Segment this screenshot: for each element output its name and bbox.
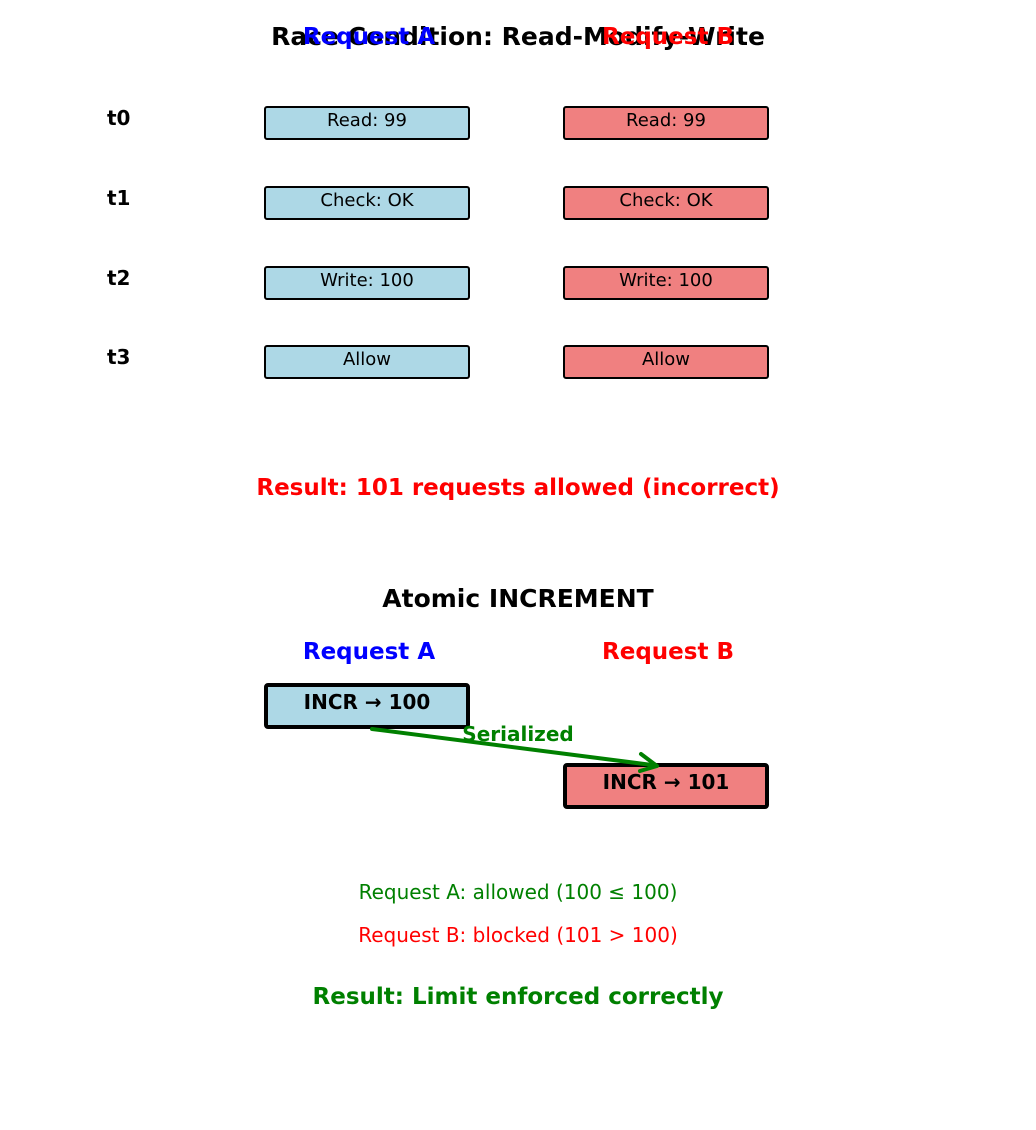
step-box-b-t1: Check: OK (563, 186, 769, 220)
atomic-title: Atomic INCREMENT (382, 584, 654, 613)
step-box-b-t0: Read: 99 (563, 106, 769, 140)
time-label-t0: t0 (107, 106, 131, 130)
time-label-t2: t2 (107, 266, 131, 290)
step-box-a-t2: Write: 100 (264, 266, 470, 300)
note-request-a: Request A: allowed (100 ≤ 100) (358, 880, 678, 904)
serialized-label: Serialized (462, 722, 574, 746)
race-request-b-header: Request B (602, 24, 734, 50)
atomic-box-a: INCR → 100 (264, 683, 470, 729)
step-box-b-t3: Allow (563, 345, 769, 379)
race-result: Result: 101 requests allowed (incorrect) (256, 475, 780, 501)
atomic-result: Result: Limit enforced correctly (312, 984, 724, 1010)
step-box-b-t2: Write: 100 (563, 266, 769, 300)
time-label-t3: t3 (107, 345, 131, 369)
note-request-b: Request B: blocked (101 > 100) (358, 923, 678, 947)
race-request-a-header: Request A (302, 24, 436, 50)
atomic-request-b-header: Request B (602, 639, 734, 665)
step-box-a-t3: Allow (264, 345, 470, 379)
atomic-request-a-header: Request A (302, 639, 436, 665)
race-title: Race Condition: Read-Modify-Write (271, 22, 765, 51)
time-label-t1: t1 (107, 186, 131, 210)
step-box-a-t1: Check: OK (264, 186, 470, 220)
atomic-box-b: INCR → 101 (563, 763, 769, 809)
step-box-a-t0: Read: 99 (264, 106, 470, 140)
